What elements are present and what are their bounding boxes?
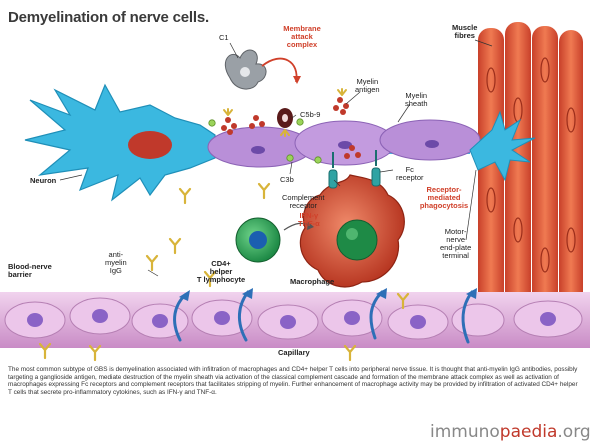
t-lymphocyte — [236, 218, 280, 262]
label-motor-nerve-terminal: Motor- nerve end-plate terminal — [440, 228, 471, 260]
label-complement-receptor: Complement receptor — [282, 194, 325, 210]
label-blood-nerve-barrier: Blood-nerve barrier — [8, 263, 52, 279]
label-fc-receptor: Fc receptor — [396, 166, 424, 182]
label-cd4-t-lymphocyte: CD4+ helper T lymphocyte — [192, 260, 250, 284]
macrophage — [300, 175, 404, 287]
logo-part: immuno — [430, 422, 500, 442]
label-myelin-sheath: Myelin sheath — [405, 92, 428, 108]
label-myelin-antigen: Myelin antigen — [355, 78, 380, 94]
myelin-sheath — [208, 120, 480, 167]
label-receptor-mediated-phagocytosis: Receptor- mediated phagocytosis — [414, 186, 474, 210]
logo-part: .org — [557, 422, 590, 442]
label-anti-myelin-igg: anti- myelin IgG — [105, 251, 127, 275]
c1-complex — [225, 50, 266, 89]
label-macrophage: Macrophage — [290, 278, 334, 286]
label-c3b: C3b — [280, 176, 294, 184]
capillary — [0, 292, 590, 348]
label-neuron: Neuron — [30, 177, 56, 185]
mac-arrow — [262, 59, 297, 82]
label-membrane-attack-complex: Membrane attack complex — [272, 25, 332, 49]
label-c5b9: C5b-9 — [300, 111, 320, 119]
diagram-title: Demyelination of nerve cells. — [8, 9, 209, 26]
label-c1: C1 — [219, 34, 229, 42]
label-ifn-tnf: IFN-γ TNF-α — [298, 212, 320, 228]
logo-part: paedia — [500, 422, 558, 442]
label-capillary: Capillary — [278, 349, 310, 357]
c5b9-complex — [277, 108, 293, 128]
caption-text: The most common subtype of GBS is demyel… — [8, 366, 582, 396]
immunopaedia-logo: immunopaedia.org — [430, 422, 590, 442]
label-muscle-fibres: Muscle fibres — [452, 24, 477, 40]
